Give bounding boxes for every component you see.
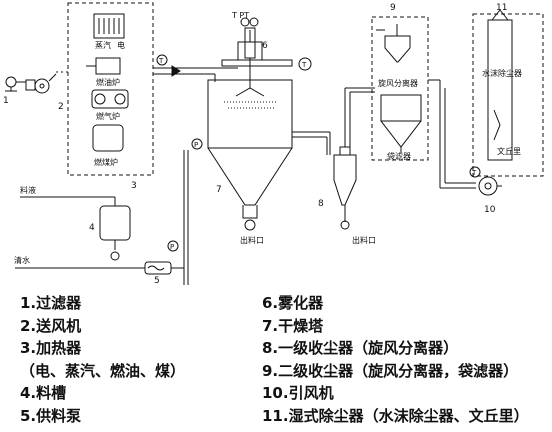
label-water: 清水 [14,255,30,265]
temperature-gauge-icon [156,54,168,66]
pressure-gauge-icon [167,240,179,252]
label-electric: 电 [117,40,125,50]
legend-item: 2.送风机 [20,316,82,335]
secondary-cyclone-icon [376,24,411,63]
legend-item: 1.过滤器 [20,294,82,312]
label-feed-material: 料液 [20,185,36,195]
venturi-icon [493,109,501,141]
temperature-gauge-icon [240,17,250,27]
wet-scrubber-box [472,13,544,177]
process-diagram: 1 2 3 4 5 6 7 8 9 10 11 蒸汽 电 燃油炉 燃气炉 燃煤炉… [3,2,544,286]
drying-tower-icon [207,79,293,231]
legend-item: 8.一级收尘器（旋风分离器） [262,339,459,357]
instrument-label-p1: P [194,141,198,149]
legend-item: 6.雾化器 [262,294,324,312]
legend-right: 6.雾化器 7.干燥塔 8.一级收尘器（旋风分离器） 9.二级收尘器（旋风分离器… [262,292,529,427]
legend-item: 11.湿式除尘器（水沫除尘器、文丘里） [262,406,529,425]
legend-item: 7.干燥塔 [262,316,324,335]
electric-heater-icon [93,13,125,39]
oil-furnace-icon [86,57,121,75]
label-number-8: 8 [318,199,324,209]
filter-icon [5,76,17,92]
label-number-9: 9 [390,3,396,13]
legend-left: 1.过滤器 2.送风机 3.加热器 （电、蒸汽、燃油、煤） 4.料槽 5.供料泵 [20,292,185,427]
label-number-2: 2 [58,102,64,112]
label-number-1: 1 [3,96,9,106]
pressure-gauge-icon [191,138,203,150]
instrument-label-t1: T [158,57,164,65]
instrument-label-fan: T [471,169,477,177]
label-outlet-tower: 出料口 [240,235,264,245]
label-venturi: 文丘里 [497,146,521,156]
label-number-10: 10 [484,205,496,215]
label-number-4: 4 [89,223,95,233]
coal-furnace-icon [92,124,124,152]
legend-item: 5.供料泵 [20,406,82,425]
temperature-gauge-icon [469,166,481,178]
heater-box [67,2,154,176]
blower-icon [16,73,57,94]
legend-item: 4.料槽 [20,384,67,402]
label-number-11: 11 [496,3,507,13]
instrument-label-top: T PT [231,11,249,20]
label-cyclone: 旋风分离器 [378,78,418,88]
bag-filter-icon [380,94,422,152]
label-number-5: 5 [154,276,160,286]
material-tank-icon [20,196,131,261]
secondary-collector-box [371,16,429,161]
cyclone-separator-icon [333,146,357,230]
label-number-3: 3 [131,181,137,191]
label-steam: 蒸汽 [95,40,111,50]
legend-item: 3.加热器 [20,339,82,357]
instrument-label-p2: P [170,243,174,251]
label-number-7: 7 [216,185,222,195]
atomizer-icon [235,27,265,97]
label-water-film: 水沫除尘器 [482,68,522,78]
gas-furnace-icon [91,89,129,109]
label-gas-furnace: 燃气炉 [96,111,120,121]
label-number-6: 6 [262,41,268,51]
label-oil-furnace: 燃油炉 [96,77,120,87]
induced-fan-icon [478,176,502,196]
legend-item: （电、蒸汽、燃油、煤） [20,361,186,380]
feed-pump-icon [144,261,184,275]
label-bag-filter: 袋滤器 [387,151,411,161]
instrument-label-t2: T [301,61,307,69]
label-coal-furnace: 燃煤炉 [94,157,118,167]
label-outlet-cyclone: 出料口 [352,235,376,245]
legend-item: 9.二级收尘器（旋风分离器，袋滤器） [262,361,519,380]
temperature-gauge-icon [298,57,312,71]
water-film-scrubber-icon [487,9,513,161]
temperature-gauge-icon [249,17,259,27]
legend-item: 10.引风机 [262,384,334,402]
